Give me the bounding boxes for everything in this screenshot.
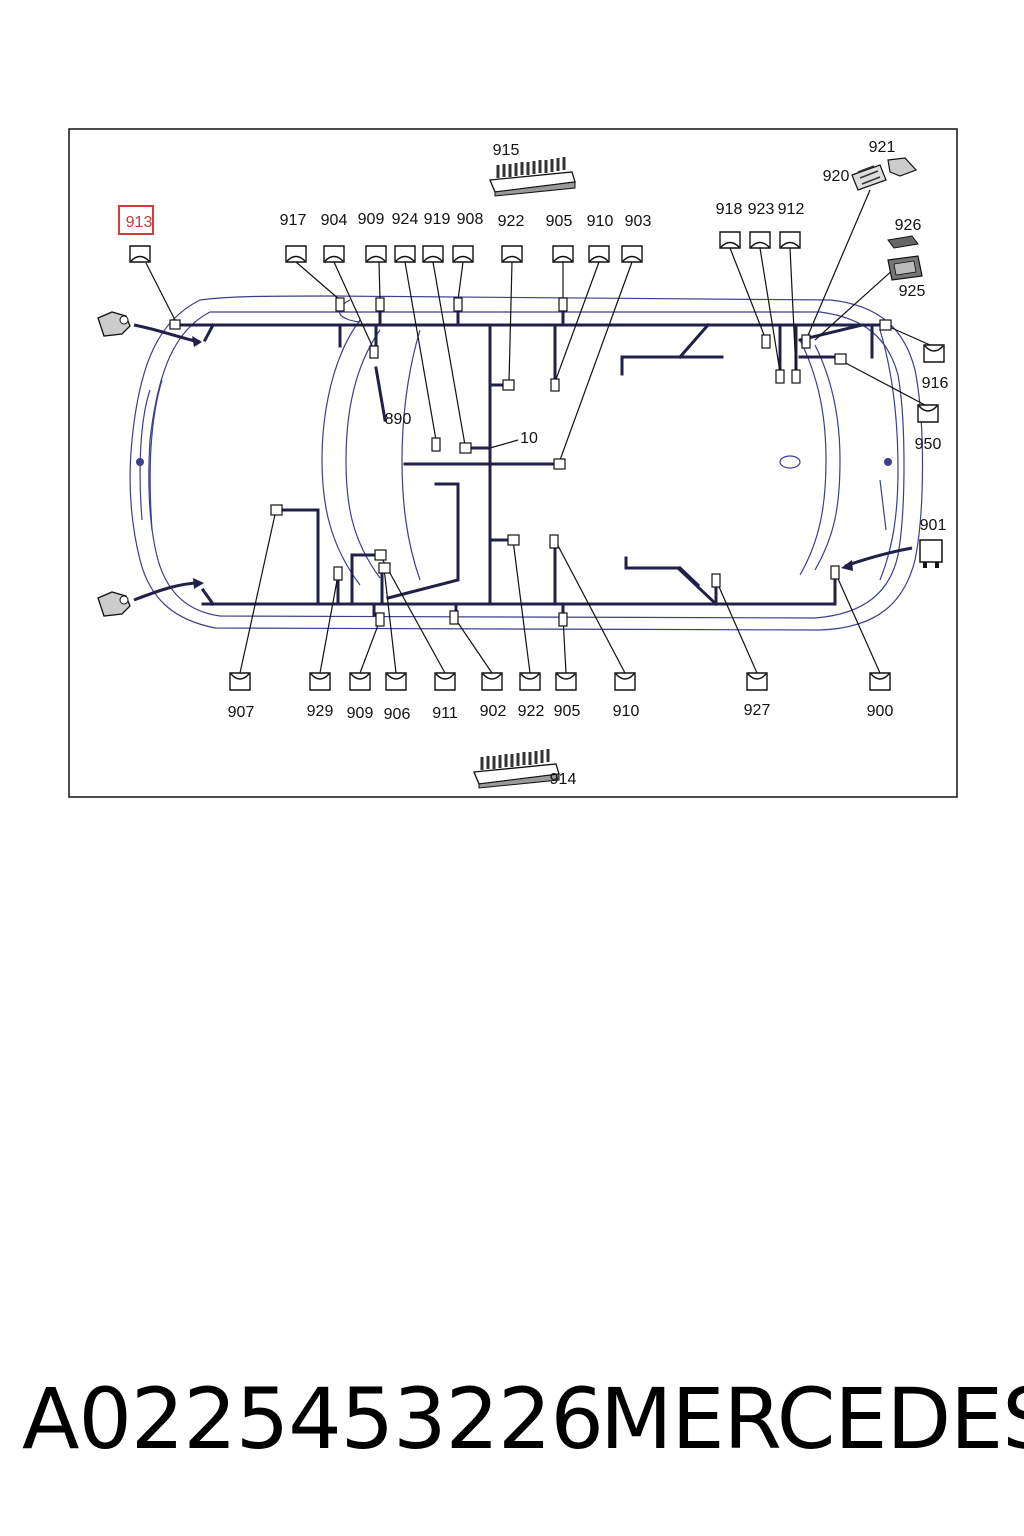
pointer-arrows	[133, 323, 913, 602]
wiring-harness	[174, 298, 887, 619]
connector-915-block	[489, 157, 576, 197]
label-905-bottom: 905	[554, 703, 581, 720]
connector-symbols-top	[129, 231, 801, 263]
label-924: 924	[392, 211, 419, 228]
clip-926	[887, 235, 919, 249]
label-908: 908	[457, 211, 484, 228]
car-body-outline	[129, 295, 924, 631]
connector-914-block	[473, 749, 560, 789]
label-909-bottom: 909	[347, 705, 374, 722]
brand-name: MERCEDES	[600, 1370, 1024, 1468]
label-922-top: 922	[498, 213, 525, 230]
label-923: 923	[748, 201, 775, 218]
label-927: 927	[744, 702, 771, 719]
label-915: 915	[493, 142, 520, 159]
label-922-bottom: 922	[518, 703, 545, 720]
junction-tags	[169, 297, 892, 627]
label-917: 917	[280, 212, 307, 229]
label-907: 907	[228, 704, 255, 721]
label-904: 904	[321, 212, 348, 229]
connector-symbols-side	[917, 344, 945, 423]
wiring-diagram: 915 921 920 926 925 913 917 904 909 924 …	[68, 128, 958, 798]
label-906: 906	[384, 706, 411, 723]
label-921: 921	[869, 139, 896, 156]
label-913: 913	[126, 214, 153, 231]
label-905-top: 905	[546, 213, 573, 230]
label-912: 912	[778, 201, 805, 218]
label-903: 903	[625, 213, 652, 230]
label-918: 918	[716, 201, 743, 218]
connector-921	[887, 157, 918, 177]
label-909-top: 909	[358, 211, 385, 228]
label-900: 900	[867, 703, 894, 720]
label-950: 950	[915, 436, 942, 453]
highlight-box-913	[118, 205, 154, 235]
connector-symbols-bottom	[229, 672, 891, 691]
label-890: 890	[385, 411, 412, 428]
module-925	[887, 255, 923, 281]
label-902: 902	[480, 703, 507, 720]
label-910-bottom: 910	[613, 703, 640, 720]
diagram-frame	[68, 128, 958, 798]
label-926: 926	[895, 217, 922, 234]
label-910-top: 910	[587, 213, 614, 230]
lamp-socket-front	[97, 311, 131, 337]
label-919: 919	[424, 211, 451, 228]
label-914: 914	[550, 771, 577, 788]
part-labels: 915 921 920 926 925 913 917 904 909 924 …	[126, 139, 949, 788]
relay-901	[919, 539, 943, 568]
lamp-socket-rear	[97, 591, 131, 617]
label-911: 911	[432, 705, 458, 722]
label-916: 916	[922, 375, 949, 392]
wiring-diagram-svg: 915 921 920 926 925 913 917 904 909 924 …	[68, 128, 958, 798]
label-901: 901	[920, 517, 947, 534]
part-number: A0225453226	[22, 1370, 604, 1468]
label-920: 920	[823, 168, 850, 185]
leader-lines	[145, 189, 931, 674]
module-920	[851, 164, 887, 191]
label-929: 929	[307, 703, 334, 720]
label-10: 10	[520, 430, 538, 447]
caption-bar: A0225453226 MERCEDES	[0, 1370, 1024, 1470]
label-925: 925	[899, 283, 926, 300]
